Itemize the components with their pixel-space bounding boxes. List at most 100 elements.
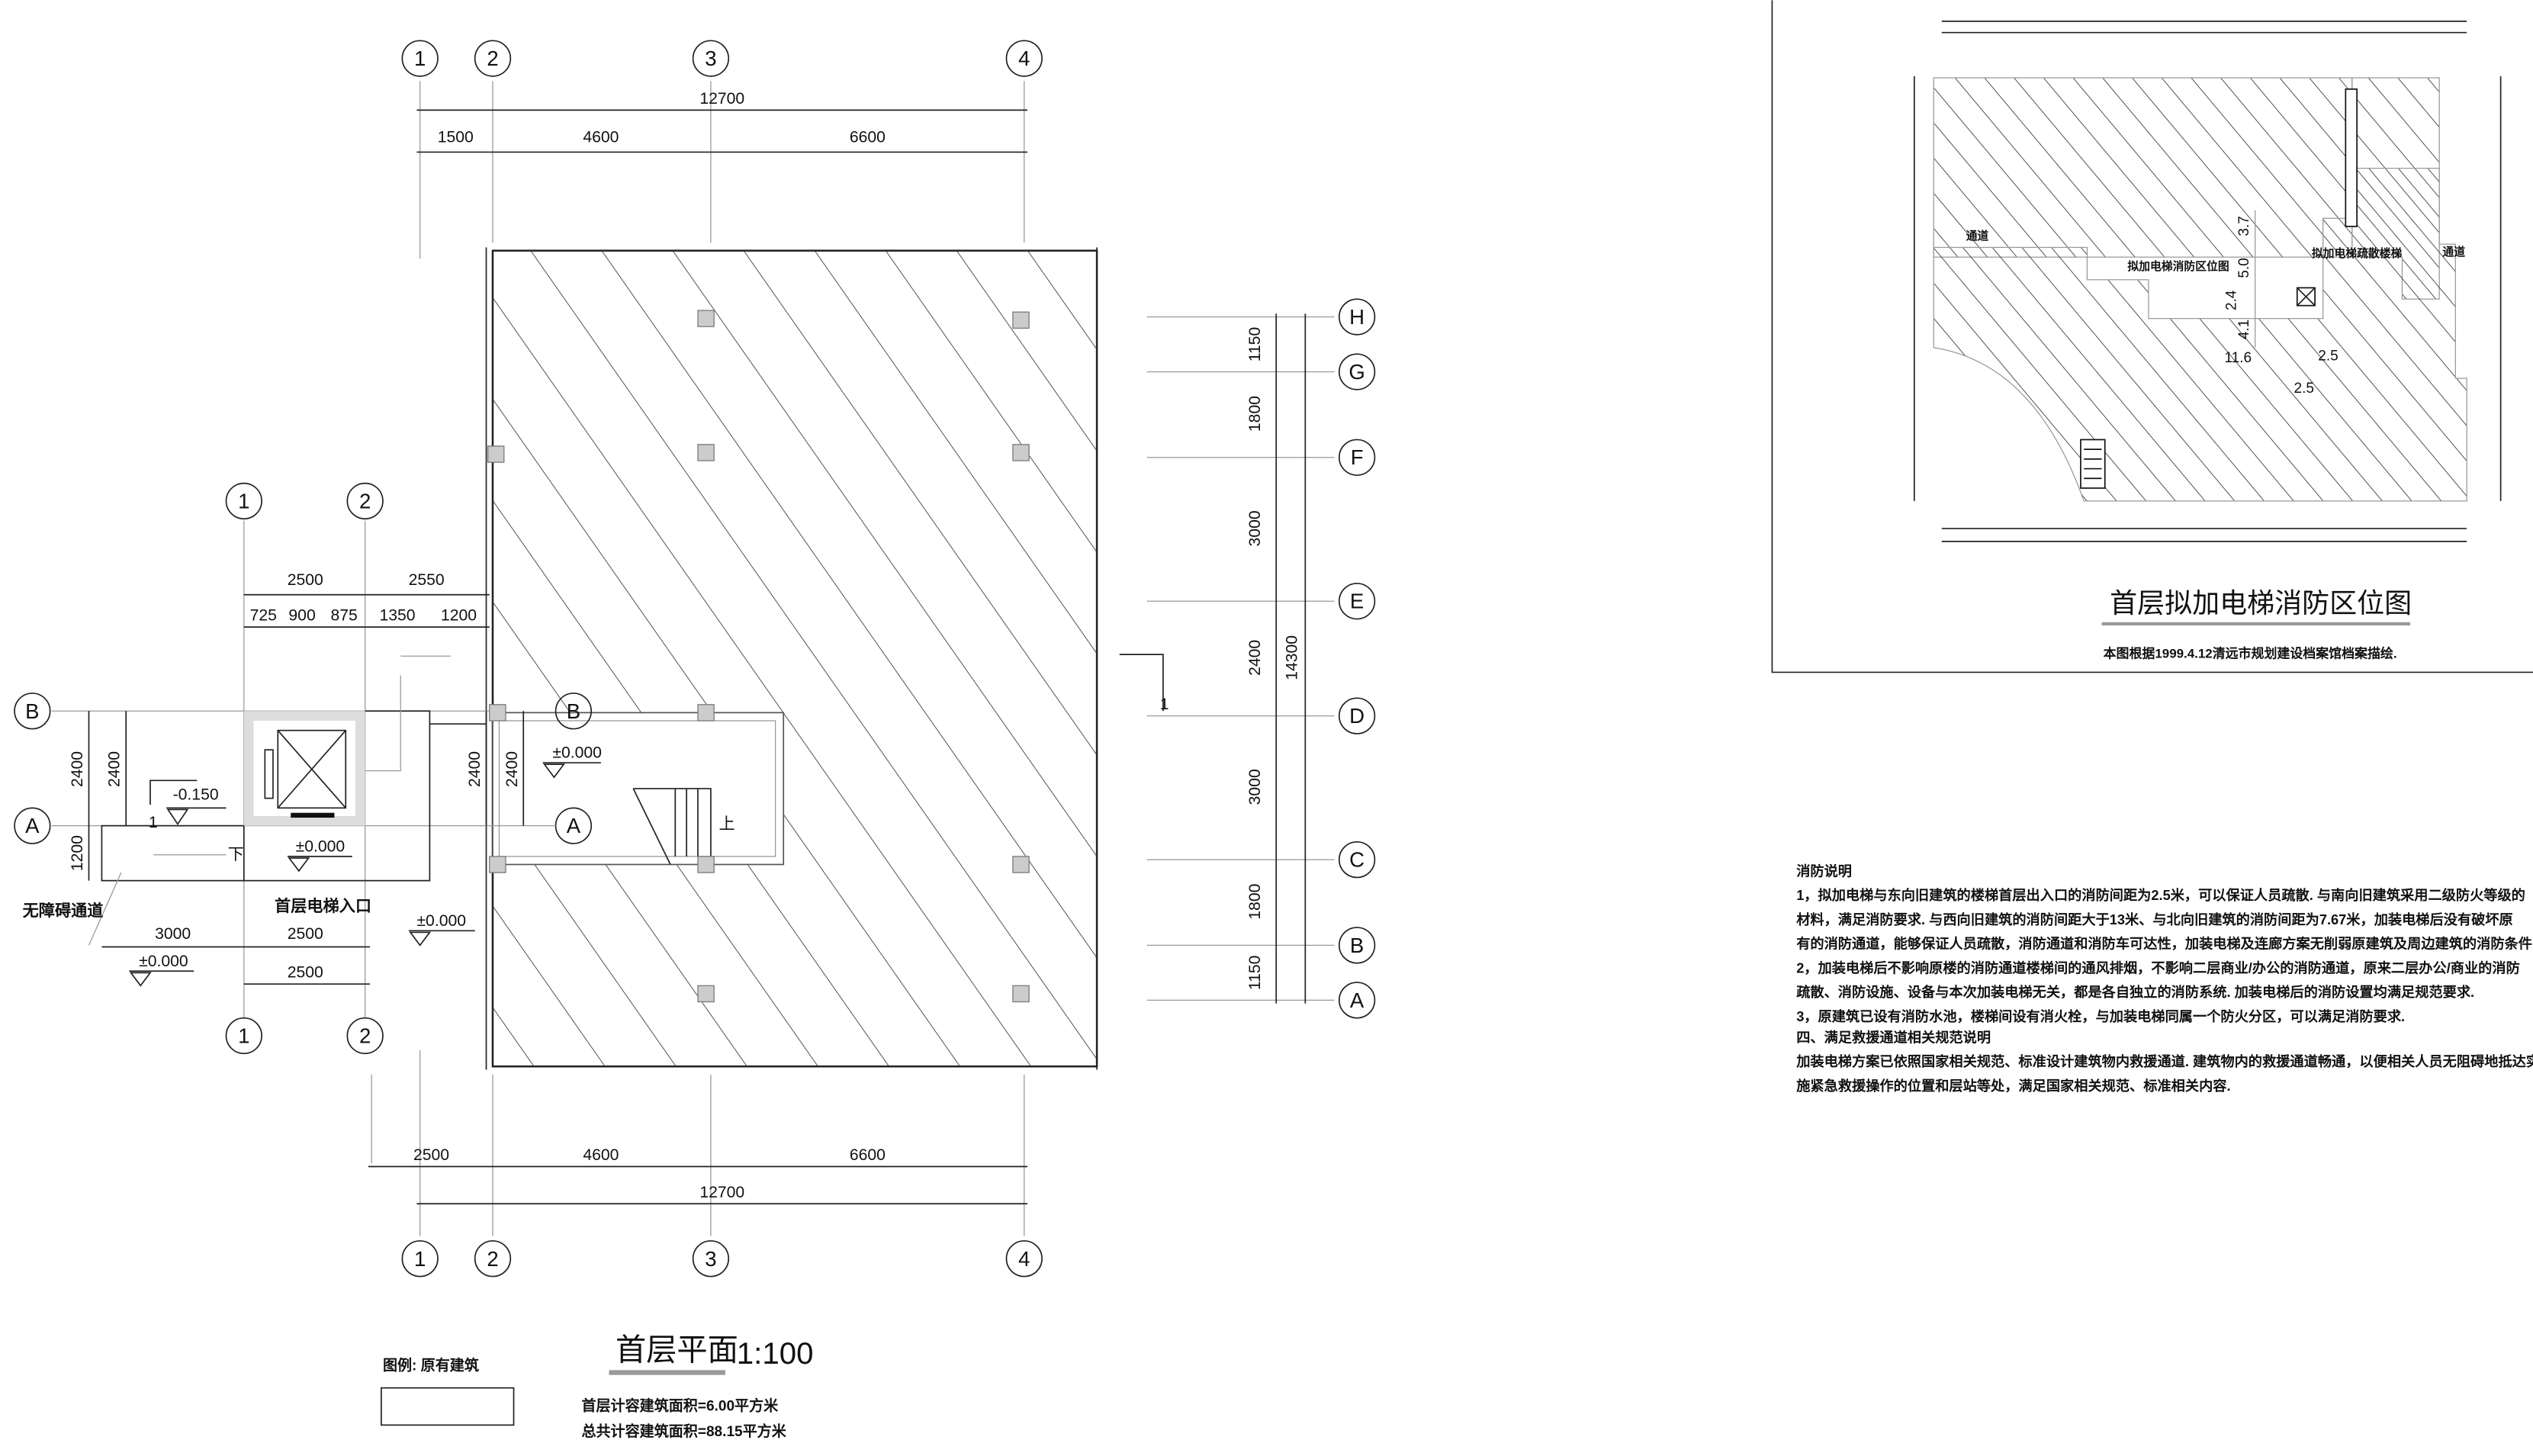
note-line: 2，加装电梯后不影响原楼的消防通道楼梯间的通风排烟，不影响二层商业/办公的消防通…	[1796, 959, 2520, 975]
passage-label-right: 通道	[2442, 245, 2465, 259]
inset-dim: 5.0	[2236, 258, 2252, 278]
note-line: 加装电梯方案已依照国家相关规范、标准设计建筑物内救援通道. 建筑物内的救援通道畅…	[1795, 1053, 2533, 1069]
axis-4: 4	[1018, 47, 1030, 70]
axis-F: F	[1351, 445, 1364, 469]
annex-dim: 1200	[441, 607, 477, 625]
inset-fire-zone-plan: 通道 通道 拟加电梯消防区位图 拟加电梯疏散楼梯 3.7 5.0 2.4 4.1…	[1771, 0, 2533, 673]
annex-dim: 725	[250, 607, 277, 625]
dim-bottom-total: 12700	[699, 1184, 744, 1201]
svg-text:1800: 1800	[1246, 396, 1264, 432]
evacuation-stair-label: 拟加电梯疏散楼梯	[2312, 246, 2403, 260]
existing-building-hatch	[491, 249, 1098, 1068]
legend: 图例: 原有建筑 首层平面 1:100 首层计容建筑面积=6.00平方米 总共计…	[380, 1333, 814, 1440]
note-line: 材料，满足消防要求. 与西向旧建筑的消防间距大于13米、与北向旧建筑的消防间距为…	[1796, 911, 2513, 927]
axis-E: E	[1350, 590, 1364, 613]
barrier-free-path-label: 无障碍通道	[23, 901, 104, 920]
inset-dim: 2.4	[2223, 290, 2239, 310]
legend-label: 图例: 原有建筑	[383, 1356, 479, 1374]
axis-markers-right: H G F E D C B A	[1338, 298, 1376, 1019]
axis-1: 1	[414, 1247, 426, 1271]
annex-dim: 3000	[155, 925, 191, 943]
right-dims: 1150 1800 3000 2400 3000 1800 1150 14300	[1246, 327, 1301, 990]
note-line: 四、满足救援通道相关规范说明	[1796, 1029, 1991, 1045]
axis-3: 3	[705, 1247, 716, 1271]
axis-4: 4	[1018, 1247, 1030, 1271]
axis-2: 2	[487, 47, 498, 70]
annex-dim: 875	[330, 607, 357, 625]
passage-label-left: 通道	[1966, 229, 1989, 243]
axis-B: B	[1350, 934, 1364, 957]
elevation-ramp: -0.150	[173, 786, 219, 804]
svg-text:1800: 1800	[1246, 884, 1264, 920]
floor-area: 首层计容建筑面积=6.00平方米	[581, 1397, 779, 1414]
section-mark: 1	[1160, 696, 1169, 713]
stair-up-label: 上	[719, 815, 735, 833]
ramp-down-label: 下	[228, 846, 244, 863]
annex-axis-1: 1	[238, 1024, 249, 1047]
axis-markers-top: 1 2 3 4	[401, 40, 1043, 77]
axis-1: 1	[414, 47, 426, 70]
annex-axis-2: 2	[359, 1024, 371, 1047]
dim-top-total: 12700	[699, 90, 744, 108]
annex-dim: 2400	[466, 751, 484, 787]
inset-source-note: 本图根据1999.4.12清远市规划建设档案馆档案描绘.	[2104, 645, 2397, 661]
elevation-entry: ±0.000	[296, 838, 346, 856]
svg-text:2400: 2400	[1246, 640, 1264, 676]
note-line: 1，拟加电梯与东向旧建筑的楼梯首层出入口的消防间距为2.5米，可以保证人员疏散.…	[1796, 887, 2525, 903]
dim-top-1: 1500	[438, 129, 474, 146]
columns	[487, 310, 1030, 1003]
axis-D: D	[1349, 704, 1365, 728]
annex-axis-2: 2	[359, 489, 371, 513]
axis-C: C	[1349, 848, 1365, 872]
stair-icon	[632, 788, 712, 865]
annex-dim: 2400	[503, 751, 521, 787]
svg-text:3000: 3000	[1246, 769, 1264, 805]
axis-A-inner: A	[567, 814, 581, 837]
fire-safety-notes: 消防说明 1，拟加电梯与东向旧建筑的楼梯首层出入口的消防间距为2.5米，可以保证…	[1795, 863, 2533, 1094]
main-plan: 12700 1500 4600 6600 2500 4600 6600 1270…	[368, 40, 1376, 1278]
total-area: 总共计容建筑面积=88.15平方米	[581, 1422, 786, 1440]
svg-text:3000: 3000	[1246, 510, 1264, 546]
dim-bottom-2: 4600	[583, 1146, 619, 1164]
axis-3: 3	[705, 47, 716, 70]
note-line: 有的消防通道，能够保证人员疏散，消防通道和消防车可达性，加装电梯及连廊方案无削弱…	[1796, 936, 2533, 952]
annex-dim: 900	[288, 607, 315, 625]
annex-dim: 2500	[288, 571, 323, 589]
svg-text:1150: 1150	[1246, 327, 1264, 362]
annex-dim: 1200	[69, 835, 86, 871]
drawing-scale: 1:100	[737, 1336, 814, 1371]
inset-dim: 2.5	[2294, 381, 2314, 397]
elevation-main: ±0.000	[552, 744, 602, 762]
elevation-bottom: ±0.000	[139, 953, 188, 970]
dim-top-2: 4600	[583, 129, 619, 146]
inset-title: 首层拟加电梯消防区位图	[2110, 587, 2412, 619]
annex-dim: 2550	[409, 571, 445, 589]
dim-top-3: 6600	[850, 129, 886, 146]
inset-dim: 4.1	[2236, 320, 2252, 339]
annex-axis-B: B	[25, 699, 39, 723]
inset-dim: 2.5	[2318, 349, 2338, 365]
annex-axis-A: A	[25, 814, 40, 837]
axis-A: A	[1350, 988, 1365, 1012]
axis-H: H	[1349, 305, 1365, 329]
axis-markers-bottom: 1 2 3 4	[401, 1240, 1043, 1278]
svg-text:1150: 1150	[1246, 956, 1264, 990]
inset-dim: 11.6	[2224, 350, 2252, 366]
annex-dim: 2400	[106, 751, 124, 787]
annex-axis-1: 1	[238, 489, 249, 513]
notes-heading: 消防说明	[1796, 863, 1852, 879]
inset-dim: 3.7	[2236, 216, 2252, 236]
note-line: 3，原建筑已设有消防水池，楼梯间设有消火栓，与加装电梯同属一个防火分区，可以满足…	[1796, 1008, 2405, 1024]
drawing-title: 首层平面	[616, 1333, 738, 1368]
ramp-mark: 1	[149, 814, 158, 831]
elevator-position-label: 拟加电梯消防区位图	[2127, 259, 2229, 273]
dim-bottom-1: 2500	[413, 1146, 449, 1164]
annex-dim: 1350	[379, 607, 415, 625]
dim-bottom-3: 6600	[850, 1146, 886, 1164]
elevator-annex: 1 2 1 2 B A 2500 2550 725 900 875 1350 1…	[14, 482, 556, 1055]
axis-B-inner: B	[567, 699, 580, 723]
note-line: 施紧急救援操作的位置和层站等处，满足国家相关规范、标准相关内容.	[1796, 1078, 2230, 1094]
elevation-outside: ±0.000	[416, 912, 466, 930]
elevator-entry-label: 首层电梯入口	[275, 896, 371, 915]
